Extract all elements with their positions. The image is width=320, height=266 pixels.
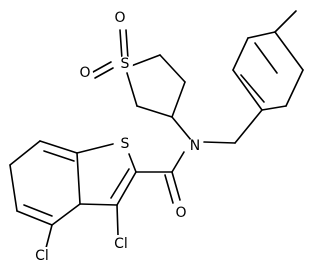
- amide-nitrogen-atom: N: [187, 138, 203, 154]
- sulfolane-ring: [92, 29, 192, 141]
- svg-text:Cl: Cl: [114, 236, 128, 252]
- methylbenzyl-group: [203, 10, 304, 144]
- sulfone-sulfur-atom: S: [117, 56, 133, 72]
- thiophene-sulfur-atom: S: [117, 136, 133, 152]
- svg-text:O: O: [114, 10, 125, 26]
- svg-text:O: O: [79, 65, 90, 81]
- svg-text:Cl: Cl: [35, 248, 49, 264]
- sulfone-oxygen-left-atom: O: [77, 65, 93, 81]
- svg-text:S: S: [121, 136, 130, 152]
- chlorine-4-atom: Cl: [30, 247, 55, 265]
- svg-text:O: O: [175, 205, 186, 221]
- benzothiophene-core: [9, 140, 137, 249]
- svg-text:N: N: [190, 138, 200, 154]
- amide-group: [135, 151, 185, 204]
- sulfone-oxygen-top-atom: O: [112, 10, 128, 26]
- amide-oxygen-atom: O: [173, 205, 189, 221]
- svg-text:S: S: [121, 56, 130, 72]
- chlorine-3-atom: Cl: [109, 235, 134, 253]
